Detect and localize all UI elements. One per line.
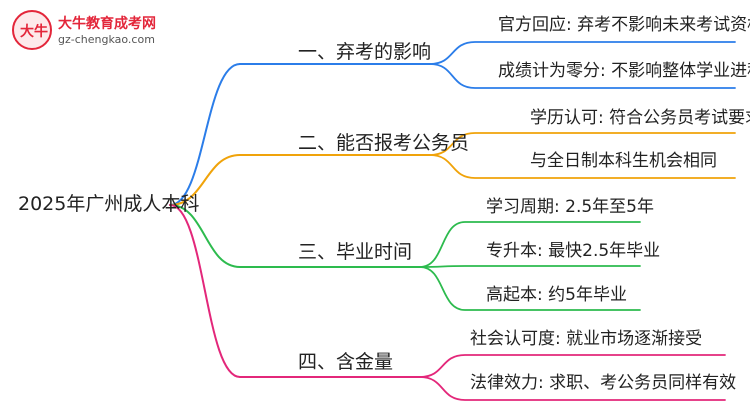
branch-node-3: 三、毕业时间 bbox=[298, 241, 413, 263]
branch-node-4: 四、含金量 bbox=[298, 351, 394, 373]
logo-domain: gz-chengkao.com bbox=[58, 33, 155, 46]
leaf-node-2-2: 与全日制本科生机会相同 bbox=[530, 151, 717, 171]
branch-node-2: 二、能否报考公务员 bbox=[298, 132, 470, 154]
leaf-node-3-2: 专升本: 最快2.5年毕业 bbox=[486, 241, 661, 261]
leaf-node-4-2: 法律效力: 求职、考公务员同样有效 bbox=[470, 373, 737, 393]
connector-root-branch-3 bbox=[169, 204, 241, 268]
connector-leaf-3-2 bbox=[419, 265, 641, 268]
connector-leaf-2-2 bbox=[429, 154, 736, 179]
leaf-node-3-3: 高起本: 约5年毕业 bbox=[486, 285, 627, 305]
leaf-node-1-2: 成绩计为零分: 不影响整体学业进程 bbox=[498, 61, 750, 81]
leaf-node-4-1: 社会认可度: 就业市场逐渐接受 bbox=[470, 329, 703, 349]
leaf-node-1-1: 官方回应: 弃考不影响未来考试资格 bbox=[498, 15, 750, 35]
connector-root-branch-4 bbox=[169, 204, 241, 378]
leaf-node-2-1: 学历认可: 符合公务员考试要求 bbox=[530, 108, 750, 128]
logo-badge-text: 大牛 bbox=[20, 24, 48, 40]
logo-badge-icon: 大牛 bbox=[12, 10, 52, 50]
connector-leaf-2-1 bbox=[429, 132, 736, 156]
logo-brand: 大牛教育成考网 bbox=[58, 16, 156, 32]
root-node: 2025年广州成人本科 bbox=[18, 193, 200, 215]
connector-leaf-1-2 bbox=[429, 63, 736, 89]
branch-node-1: 一、弃考的影响 bbox=[298, 41, 432, 63]
connector-leaf-3-1 bbox=[419, 221, 641, 268]
connector-root-branch-1 bbox=[169, 63, 241, 206]
connector-leaf-3-3 bbox=[419, 266, 641, 311]
connector-leaf-1-1 bbox=[429, 41, 736, 65]
connector-leaf-4-1 bbox=[419, 354, 726, 378]
connector-root-branch-2 bbox=[169, 154, 241, 206]
connector-leaf-4-2 bbox=[419, 376, 726, 401]
leaf-node-3-1: 学习周期: 2.5年至5年 bbox=[486, 197, 654, 217]
watermark-logo: 大牛 大牛教育成考网 gz-chengkao.com bbox=[12, 10, 162, 54]
